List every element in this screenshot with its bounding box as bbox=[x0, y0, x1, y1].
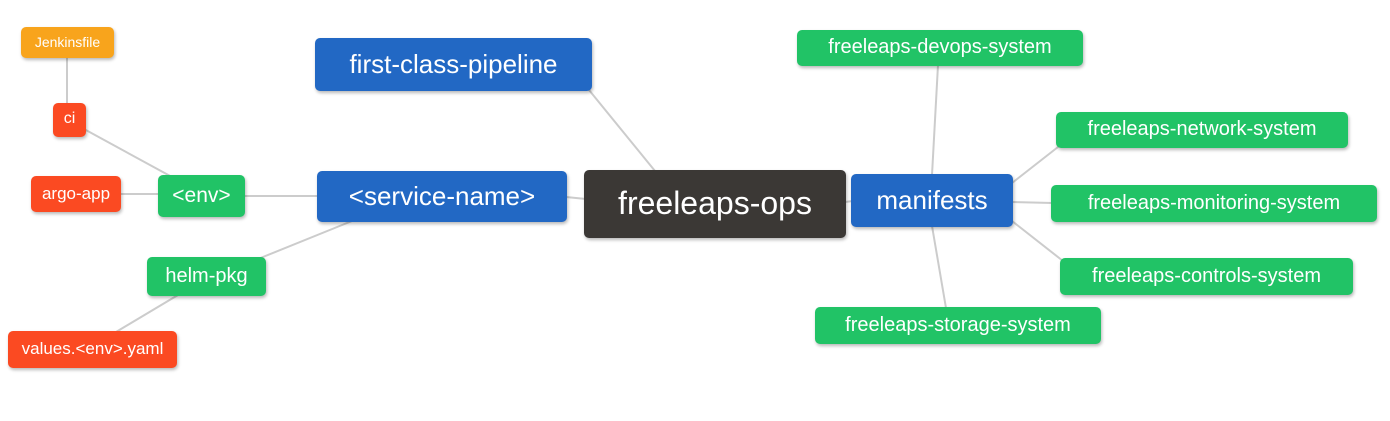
edge-first-class-pipeline-freeleaps-ops bbox=[588, 89, 656, 172]
node-label: Jenkinsfile bbox=[34, 33, 101, 50]
node-helm-pkg[interactable]: helm-pkg bbox=[147, 257, 266, 296]
node-ci[interactable]: ci bbox=[53, 103, 86, 137]
edge-manifests-devops-system bbox=[931, 64, 939, 176]
node-freeleaps-ops[interactable]: freeleaps-ops bbox=[584, 170, 846, 238]
node-label: manifests bbox=[876, 184, 988, 215]
node-label: ci bbox=[63, 110, 76, 127]
node-label: freeleaps-controls-system bbox=[1092, 264, 1321, 287]
node-freeleaps-storage-system[interactable]: freeleaps-storage-system bbox=[815, 307, 1101, 344]
node-label: freeleaps-storage-system bbox=[845, 313, 1071, 336]
node-env[interactable]: <env> bbox=[158, 175, 245, 217]
edge-service-name-freeleaps-ops bbox=[565, 196, 587, 200]
node-label: argo-app bbox=[41, 183, 111, 203]
edge-manifests-network-system bbox=[1011, 146, 1059, 184]
edge-ci-env bbox=[83, 128, 173, 178]
edge-helm-pkg-values-env-yaml bbox=[115, 294, 179, 333]
edge-service-name-helm-pkg bbox=[257, 220, 353, 260]
node-first-class-pipeline[interactable]: first-class-pipeline bbox=[315, 38, 592, 91]
edge-manifests-controls-system bbox=[1011, 220, 1064, 262]
node-manifests[interactable]: manifests bbox=[851, 174, 1013, 227]
node-argo-app[interactable]: argo-app bbox=[31, 176, 121, 212]
node-label: values.<env>.yaml bbox=[21, 339, 164, 358]
node-freeleaps-devops-system[interactable]: freeleaps-devops-system bbox=[797, 30, 1083, 66]
node-label: freeleaps-ops bbox=[618, 185, 812, 221]
node-label: helm-pkg bbox=[165, 264, 248, 287]
edge-manifests-storage-system bbox=[931, 225, 947, 309]
node-service-name[interactable]: <service-name> bbox=[317, 171, 567, 222]
node-label: freeleaps-network-system bbox=[1087, 118, 1317, 140]
edge-manifests-monitoring-system bbox=[1011, 201, 1054, 204]
node-freeleaps-network-system[interactable]: freeleaps-network-system bbox=[1056, 112, 1348, 148]
node-label: freeleaps-devops-system bbox=[828, 36, 1052, 58]
node-label: <service-name> bbox=[348, 180, 536, 211]
node-label: first-class-pipeline bbox=[349, 48, 558, 79]
node-label: freeleaps-monitoring-system bbox=[1087, 191, 1341, 214]
node-jenkinsfile[interactable]: Jenkinsfile bbox=[21, 27, 114, 58]
node-freeleaps-controls-system[interactable]: freeleaps-controls-system bbox=[1060, 258, 1353, 295]
node-values-env-yaml[interactable]: values.<env>.yaml bbox=[8, 331, 177, 368]
node-freeleaps-monitoring-system[interactable]: freeleaps-monitoring-system bbox=[1051, 185, 1377, 222]
node-label: <env> bbox=[172, 183, 231, 207]
